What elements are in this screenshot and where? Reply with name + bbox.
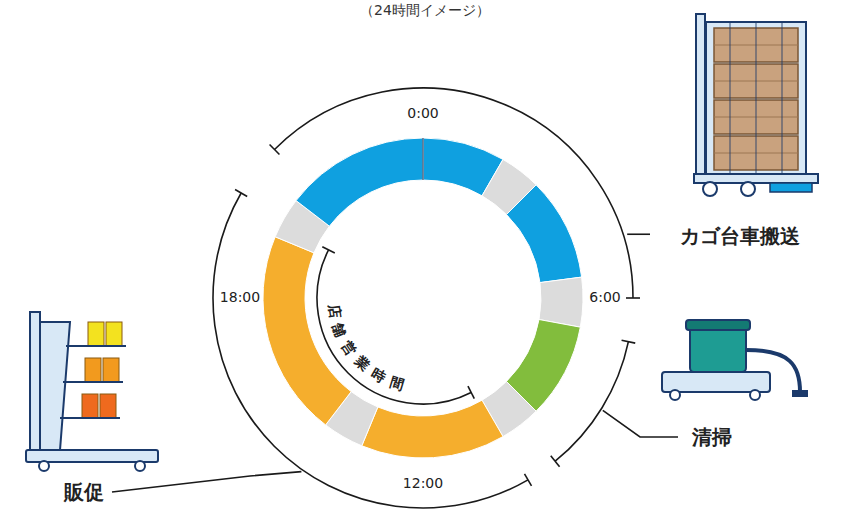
robot-wheel bbox=[670, 390, 680, 400]
cage-bar bbox=[729, 22, 730, 174]
product-bin bbox=[100, 394, 116, 418]
robot-wheel bbox=[135, 461, 145, 471]
hour-label: 6:00 bbox=[587, 290, 622, 305]
robot-wheel bbox=[750, 390, 760, 400]
cage-bar bbox=[781, 22, 782, 174]
ring-segment bbox=[362, 400, 503, 458]
tank-lid bbox=[686, 320, 750, 330]
vacuum-hose bbox=[746, 350, 800, 392]
cart-wheel bbox=[741, 182, 755, 196]
transport-bracket-tick bbox=[626, 297, 640, 299]
hours-bracket bbox=[317, 250, 471, 404]
cleaning-bracket-tick bbox=[622, 340, 636, 343]
cleaning-robot-icon bbox=[662, 320, 808, 400]
curved-char: 舗 bbox=[329, 321, 348, 340]
callout-label: 販促 bbox=[62, 481, 106, 503]
product-bin bbox=[82, 394, 98, 418]
hours-bracket-tick bbox=[322, 247, 334, 253]
curved-char: 時 bbox=[368, 366, 388, 386]
time-ring bbox=[263, 138, 583, 458]
leader-line bbox=[112, 472, 301, 492]
shelf-board bbox=[63, 381, 123, 383]
curved-char: 営 bbox=[338, 338, 359, 358]
ring-segment bbox=[539, 277, 583, 327]
robot-wheel bbox=[39, 461, 49, 471]
hours-bracket-tick bbox=[468, 386, 474, 398]
cage-bar bbox=[755, 22, 756, 174]
product-bin bbox=[88, 322, 104, 346]
promotion-bracket-tick bbox=[525, 474, 532, 486]
shelf-base bbox=[26, 450, 158, 462]
product-bin bbox=[85, 358, 101, 382]
shelf-board bbox=[66, 345, 126, 347]
promotion-bracket-tick bbox=[235, 190, 247, 197]
callout-label: 清掃 bbox=[690, 426, 734, 448]
chart-title: （24時間イメージ） bbox=[360, 3, 490, 18]
ring-segment bbox=[263, 237, 351, 425]
hour-label: 12:00 bbox=[401, 476, 445, 491]
ring-segment bbox=[506, 185, 581, 283]
midnight-divider bbox=[423, 138, 424, 180]
cart-frame bbox=[706, 22, 806, 174]
shelf-board bbox=[60, 417, 120, 419]
curved-char: 間 bbox=[388, 375, 406, 394]
cart-robot bbox=[770, 183, 812, 192]
robot-base bbox=[662, 372, 770, 392]
transport-bracket bbox=[275, 88, 633, 298]
vacuum-nozzle bbox=[792, 390, 808, 397]
hour-label: 0:00 bbox=[405, 106, 440, 121]
leader-line bbox=[627, 233, 650, 235]
curved-char: 業 bbox=[351, 353, 372, 374]
cage-cart-icon bbox=[694, 14, 818, 196]
promotion-bracket bbox=[213, 193, 528, 508]
cart-post bbox=[696, 14, 705, 180]
promotion-robot-icon bbox=[26, 312, 158, 471]
cleaning-bracket bbox=[555, 342, 628, 462]
product-bin bbox=[103, 358, 119, 382]
transport-bracket-tick bbox=[270, 145, 280, 155]
cart-wheel bbox=[703, 182, 717, 196]
leader-line bbox=[603, 410, 678, 437]
ring-segment bbox=[296, 138, 423, 226]
callout-label: カゴ台車搬送 bbox=[678, 225, 802, 247]
hour-label: 18:00 bbox=[218, 290, 262, 305]
product-bin bbox=[106, 322, 122, 346]
cleaning-bracket-tick bbox=[551, 456, 560, 467]
curved-char: 店 bbox=[325, 303, 342, 319]
